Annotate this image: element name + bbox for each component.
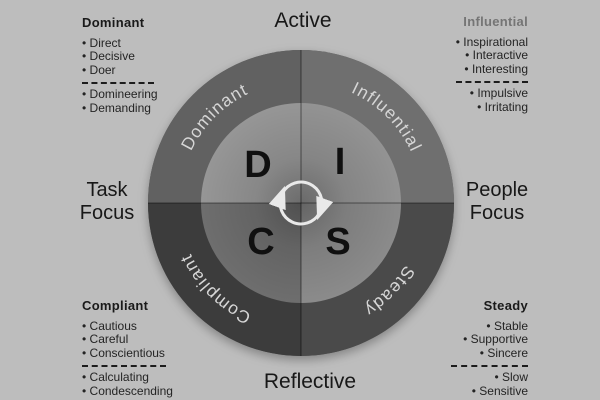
axis-left-line1: Task	[86, 179, 128, 201]
list-item: Slow	[451, 370, 528, 385]
axis-left-line2: Focus	[79, 202, 135, 224]
dashed-divider	[451, 365, 528, 367]
list-item: Interactive	[456, 48, 528, 63]
dashed-divider	[82, 365, 166, 367]
list-item: Stable	[451, 319, 528, 334]
axis-label-reflective: Reflective	[263, 370, 357, 393]
axis-label-task-focus: Task Focus	[57, 179, 157, 225]
influential-heading: Influential	[463, 14, 528, 29]
list-item: Cautious	[82, 319, 173, 334]
axis-label-people-focus: People Focus	[447, 179, 547, 225]
compliant-heading: Compliant	[82, 298, 149, 313]
list-item: Sincere	[451, 346, 528, 361]
list-item: Direct	[82, 36, 158, 51]
list-item: Irritating	[456, 100, 528, 115]
list-item: Domineering	[82, 87, 158, 102]
list-item: Calculating	[82, 370, 173, 385]
list-item: Decisive	[82, 49, 158, 64]
dominant-heading: Dominant	[82, 15, 145, 30]
steady-heading: Steady	[483, 298, 528, 313]
list-item: Careful	[82, 332, 173, 347]
axis-right-line2: Focus	[469, 202, 525, 224]
list-item: Supportive	[451, 332, 528, 347]
list-item: Condescending	[82, 384, 173, 399]
letter-c: C	[247, 221, 274, 263]
list-item: Inspirational	[456, 35, 528, 50]
compliant-trait-block: Compliant Cautious Careful Conscientious…	[82, 299, 173, 398]
influential-trait-block: Influential Inspirational Interactive In…	[456, 15, 528, 114]
list-item: Conscientious	[82, 346, 173, 361]
letter-s: S	[325, 221, 350, 263]
rotation-arrows-icon	[268, 180, 334, 226]
inner-shading	[201, 103, 401, 303]
axis-right-line1: People	[465, 179, 529, 201]
list-item: Demanding	[82, 101, 158, 116]
list-item: Impulsive	[456, 86, 528, 101]
list-item: Doer	[82, 63, 158, 78]
letter-i: I	[335, 141, 346, 183]
steady-trait-block: Steady Stable Supportive Sincere Slow Se…	[451, 299, 528, 398]
dashed-divider	[456, 81, 528, 83]
axis-label-active: Active	[274, 9, 332, 32]
dashed-divider	[82, 82, 154, 84]
list-item: Interesting	[456, 62, 528, 77]
letter-d: D	[244, 144, 271, 186]
dominant-trait-block: Dominant Direct Decisive Doer Domineerin…	[82, 16, 158, 115]
list-item: Sensitive	[451, 384, 528, 399]
